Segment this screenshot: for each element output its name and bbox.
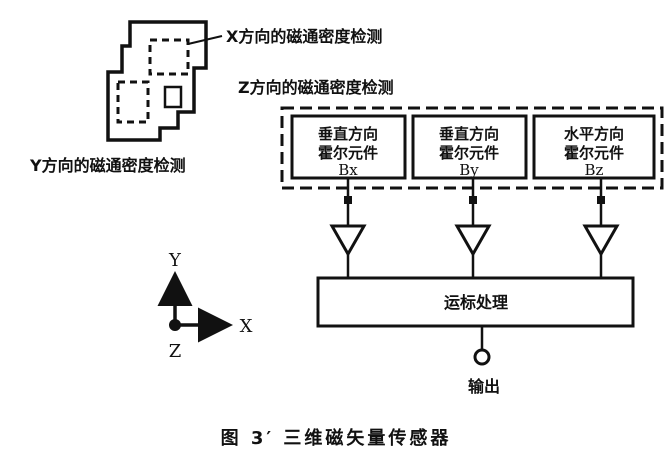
sensor-by-axis: By bbox=[459, 161, 479, 179]
chip-outline bbox=[106, 20, 208, 142]
z-axis-label: Z bbox=[169, 341, 182, 362]
x-detector-square bbox=[148, 38, 190, 76]
processor-label: 运标处理 bbox=[444, 293, 508, 312]
amplifier-by bbox=[454, 224, 492, 258]
sensor-box-by bbox=[411, 114, 528, 180]
sensor-by-line1: 垂直方向 bbox=[439, 125, 499, 143]
figure-caption: 图 3′ 三维磁矢量传感器 bbox=[221, 427, 452, 449]
y-axis-label: Y bbox=[168, 250, 182, 271]
connector-node-bx bbox=[344, 196, 352, 204]
x-axis-label: X bbox=[240, 316, 253, 337]
sensor-bx-axis: Bx bbox=[338, 161, 358, 179]
output-label: 输出 bbox=[468, 377, 500, 396]
sensor-by-line2: 霍尔元件 bbox=[439, 144, 499, 162]
y-detection-label: Y方向的磁通密度检测 bbox=[29, 156, 186, 175]
z-detection-label: Z方向的磁通密度检测 bbox=[238, 78, 394, 97]
sensor-box-bz bbox=[532, 114, 656, 180]
z-detector-square bbox=[163, 85, 183, 109]
processor-box bbox=[316, 276, 635, 328]
sensor-bx-line1: 垂直方向 bbox=[318, 125, 378, 143]
amplifier-bx bbox=[329, 224, 367, 258]
sensor-bz-axis: Bz bbox=[585, 161, 604, 179]
connector-node-bz bbox=[597, 196, 605, 204]
connector-node-by bbox=[469, 196, 477, 204]
output-terminal bbox=[473, 348, 491, 366]
sensor-bx-line2: 霍尔元件 bbox=[318, 144, 378, 162]
origin-dot bbox=[169, 319, 181, 331]
sensor-bz-line1: 水平方向 bbox=[564, 125, 624, 143]
x-leader-line bbox=[187, 35, 223, 45]
sensor-box-bx bbox=[290, 114, 407, 180]
y-detector-square bbox=[116, 80, 150, 124]
amplifier-bz bbox=[582, 224, 620, 258]
sensor-bz-line2: 霍尔元件 bbox=[564, 144, 624, 162]
x-detection-label: X方向的磁通密度检测 bbox=[226, 27, 382, 46]
